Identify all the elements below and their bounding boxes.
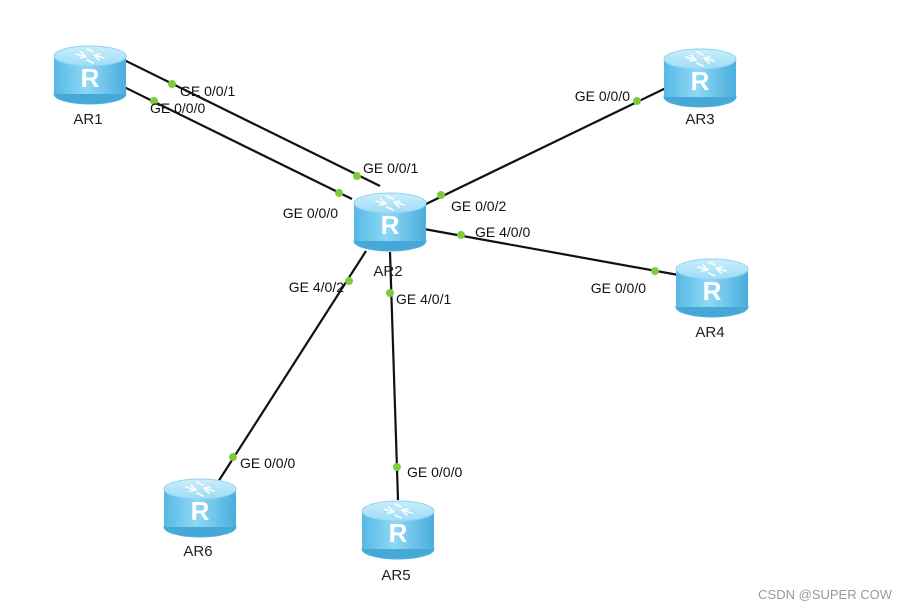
- router-glyph: R: [81, 63, 100, 93]
- port-label: GE 4/0/0: [475, 224, 530, 240]
- router-glyph: R: [691, 66, 710, 96]
- router-ar5[interactable]: R: [361, 500, 435, 560]
- port-label: GE 0/0/0: [240, 455, 295, 471]
- port-dot: [651, 267, 659, 275]
- port-label: GE 4/0/2: [289, 279, 344, 295]
- link-ar2-ar3: [423, 86, 669, 206]
- port-dot: [150, 97, 158, 105]
- router-glyph: R: [191, 496, 210, 526]
- router-icon: [663, 48, 737, 108]
- port-dot: [633, 97, 641, 105]
- link-ar2-ar4: [423, 227, 685, 278]
- port-dot: [335, 189, 343, 197]
- port-label: GE 0/0/1: [363, 160, 418, 176]
- router-ar4[interactable]: R: [675, 258, 749, 318]
- router-ar3[interactable]: R: [663, 48, 737, 108]
- router-label: AR5: [381, 567, 410, 584]
- port-label: GE 0/0/0: [407, 464, 462, 480]
- router-icon: [163, 478, 237, 538]
- router-label: AR2: [373, 263, 402, 280]
- port-dot: [229, 453, 237, 461]
- router-label: AR6: [183, 543, 212, 560]
- port-dot: [393, 463, 401, 471]
- router-label: AR4: [695, 324, 724, 341]
- link-ar1-ar2-a: [121, 58, 381, 187]
- router-label: AR1: [73, 111, 102, 128]
- router-icon: [361, 500, 435, 560]
- port-label: GE 0/0/2: [451, 198, 506, 214]
- port-dot: [345, 277, 353, 285]
- router-ar6[interactable]: R: [163, 478, 237, 538]
- router-icon: [353, 192, 427, 252]
- router-glyph: R: [703, 276, 722, 306]
- port-dot: [168, 80, 176, 88]
- port-label: GE 0/0/0: [283, 205, 338, 221]
- port-label: GE 0/0/1: [180, 83, 235, 99]
- watermark: CSDN @SUPER COW: [758, 587, 892, 602]
- port-dot: [386, 289, 394, 297]
- router-icon: [675, 258, 749, 318]
- port-dot: [457, 231, 465, 239]
- port-dot: [353, 172, 361, 180]
- router-glyph: R: [389, 518, 408, 548]
- link-ar2-ar6: [217, 250, 367, 483]
- router-ar1[interactable]: R: [53, 45, 127, 105]
- router-ar2[interactable]: R: [353, 192, 427, 252]
- link-ar1-ar2-b: [121, 85, 353, 200]
- port-label: GE 0/0/0: [575, 88, 630, 104]
- port-label: GE 0/0/0: [591, 280, 646, 296]
- router-glyph: R: [381, 210, 400, 240]
- router-label: AR3: [685, 111, 714, 128]
- nodes-layer: R R R R R R: [53, 45, 749, 560]
- router-icon: [53, 45, 127, 105]
- port-label: GE 0/0/0: [150, 100, 205, 116]
- port-dot: [437, 191, 445, 199]
- port-label: GE 4/0/1: [396, 291, 451, 307]
